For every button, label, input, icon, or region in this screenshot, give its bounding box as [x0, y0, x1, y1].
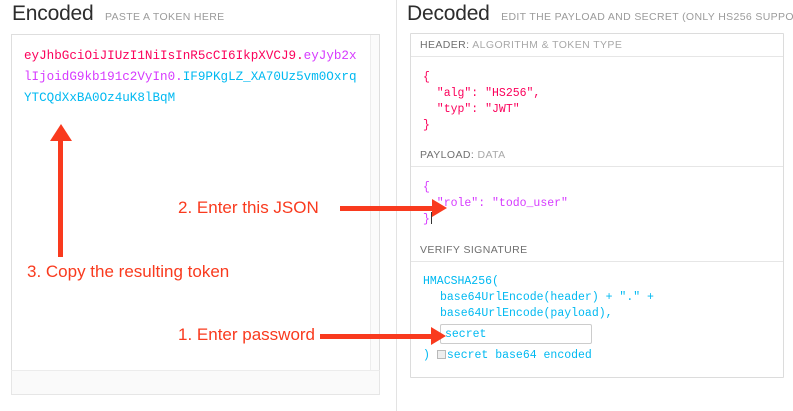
encoded-title-row: Encoded PASTE A TOKEN HERE [12, 2, 224, 26]
decoded-signature-section-label: VERIFY SIGNATURE [411, 239, 783, 262]
column-divider [396, 0, 397, 411]
encoded-token-panel[interactable]: eyJhbGciOiJIUzI1NiIsInR5cCI6IkpXVCJ9.eyJ… [11, 34, 380, 395]
decoded-subtitle: EDIT THE PAYLOAD AND SECRET (ONLY HS256 … [501, 11, 793, 23]
arrow-head [50, 124, 72, 141]
decoded-payload-section-label: PAYLOAD: DATA [411, 144, 783, 167]
encoded-title: Encoded [12, 2, 94, 25]
token-header-segment: eyJhbGciOiJIUzI1NiIsInR5cCI6IkpXVCJ9 [24, 49, 297, 63]
signature-closing-paren: ) [423, 349, 430, 362]
annotation-step-2: 2. Enter this JSON [178, 198, 319, 217]
encoded-panel-footer [11, 370, 380, 395]
secret-input[interactable] [440, 324, 592, 344]
decoded-panel: HEADER: ALGORITHM & TOKEN TYPE { "alg": … [410, 33, 784, 378]
annotation-arrow-2 [340, 199, 447, 217]
annotation-step-1: 1. Enter password [178, 325, 316, 344]
signature-line-3: base64UrlEncode(payload), [440, 307, 613, 320]
token-payload-segment: eyJyb2xlIjoidG9kb191c2VyIn0 [24, 49, 357, 84]
token-separator-1: . [296, 49, 304, 63]
encoded-panel-scrollbar[interactable] [370, 35, 379, 394]
encoded-token-text[interactable]: eyJhbGciOiJIUzI1NiIsInR5cCI6IkpXVCJ9.eyJ… [24, 46, 362, 109]
signature-line-1: HMACSHA256( [423, 275, 499, 288]
signature-label-strong: VERIFY SIGNATURE [420, 244, 528, 256]
decoded-title-row: Decoded EDIT THE PAYLOAD AND SECRET (ONL… [407, 2, 793, 26]
decoded-payload-content[interactable]: { "role": "todo_user" } [411, 167, 783, 239]
decoded-column: Decoded EDIT THE PAYLOAD AND SECRET (ONL… [398, 0, 793, 411]
payload-label-rest: DATA [477, 149, 506, 161]
decoded-header-content[interactable]: { "alg": "HS256", "typ": "JWT" } [423, 71, 541, 132]
annotation-arrow-1 [320, 327, 447, 345]
base64-encoded-label: secret base64 encoded [446, 349, 592, 362]
arrow-head [432, 199, 447, 217]
base64-encoded-checkbox[interactable] [436, 350, 446, 359]
token-signature-segment: IF9PKgLZ_XA70Uz5vm0OxrqYTCQdXxBA0Oz4uK8l… [24, 70, 357, 105]
annotation-step-3: 3. Copy the resulting token [27, 262, 230, 281]
decoded-header-section-label: HEADER: ALGORITHM & TOKEN TYPE [411, 34, 783, 57]
payload-json-text: { "role": "todo_user" } [423, 181, 568, 226]
arrow-shaft [58, 138, 63, 257]
header-label-strong: HEADER: [420, 39, 470, 51]
text-cursor [430, 212, 432, 224]
annotation-arrow-3 [50, 124, 72, 257]
decoded-signature-content: HMACSHA256( base64UrlEncode(header) + "."… [411, 262, 783, 376]
encoded-subtitle: PASTE A TOKEN HERE [104, 11, 225, 23]
header-label-rest: ALGORITHM & TOKEN TYPE [472, 39, 623, 51]
signature-line-2: base64UrlEncode(header) + "." + [440, 291, 654, 304]
arrow-head [431, 327, 446, 345]
payload-label-strong: PAYLOAD: [420, 149, 475, 161]
arrow-shaft [320, 334, 432, 339]
encoded-column: Encoded PASTE A TOKEN HERE eyJhbGciOiJIU… [11, 2, 380, 395]
arrow-shaft [340, 206, 433, 211]
decoded-title: Decoded [407, 2, 490, 25]
token-separator-2: . [175, 70, 183, 84]
signature-closing-row: ) secret base64 encoded [423, 348, 783, 364]
